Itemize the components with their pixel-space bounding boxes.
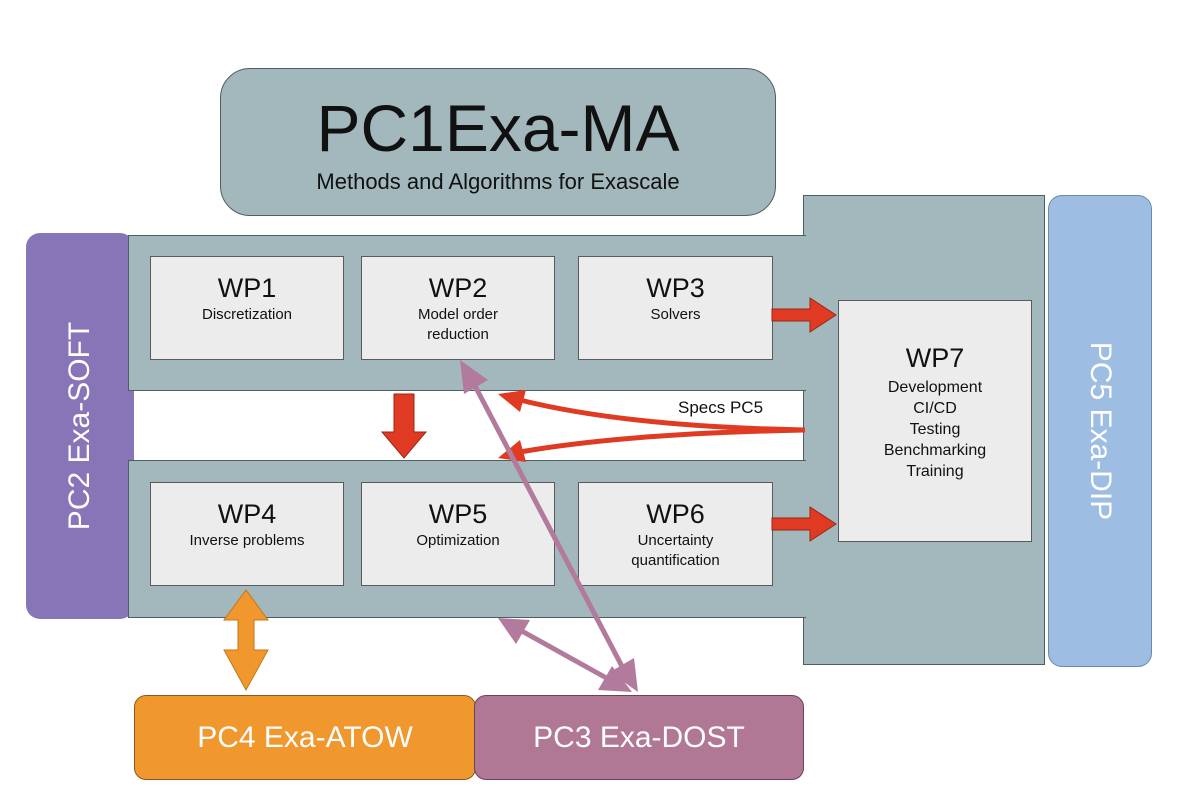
wp6-title: WP6 [646,499,705,529]
wp4-box: WP4 Inverse problems [150,482,344,586]
pc4-label: PC4 Exa-ATOW [197,720,413,754]
arrow-wp6-to-wp7 [771,506,837,542]
wp7-line-4: Benchmarking [883,442,987,459]
specs-curve-lower [519,427,806,455]
wp3-box: WP3 Solvers [578,256,773,360]
wp7-line-5: Training [906,463,964,480]
wp7-line-1: Development [887,379,983,396]
diagram-title: PC1Exa-MA [316,91,680,165]
wp4-desc: Inverse problems [189,532,305,549]
wp3-desc: Solvers [650,306,701,323]
specs-curve-upper [519,397,806,433]
diagram-subtitle: Methods and Algorithms for Exascale [316,169,680,194]
wp6-desc-2: quantification [631,552,720,569]
arrow-wp2-pc3-shaft [471,382,629,676]
specs-label: Specs PC5 [678,398,764,417]
pc2-bar: PC2 Exa-SOFT [26,233,134,619]
specs-arrowhead-lower [498,440,526,462]
wp5-box: WP5 Optimization [361,482,555,586]
wp1-title: WP1 [217,273,277,303]
pc3-label: PC3 Exa-DOST [533,720,745,754]
wp5-title: WP5 [428,499,488,529]
wp6-box: WP6 Uncertainty quantification [578,482,773,586]
header-box: PC1Exa-MA Methods and Algorithms for Exa… [220,68,776,216]
wp3-title: WP3 [646,273,705,303]
specs-arrowhead-upper [498,390,526,412]
arrow-wp4-pc4 [223,589,269,692]
wp7-line-2: CI/CD [913,400,957,417]
arrow-panel-pc3-shaft [518,627,612,683]
arrow-top-to-bottom-row [380,393,428,459]
arrow-wp3-to-wp7 [771,297,837,333]
pc4-box: PC4 Exa-ATOW [134,695,476,780]
arrow-pc3-head-top [610,658,638,692]
arrow-pc3-head-side [598,666,632,692]
wp7-title: WP7 [905,343,965,373]
wp7-line-3: Testing [909,421,961,438]
arrow-panel-head [498,618,530,644]
wp2-desc-2: reduction [427,326,489,343]
wp5-desc: Optimization [416,532,500,549]
arrow-wp2-head [460,360,488,394]
pc5-bar: PC5 Exa-DIP [1048,195,1152,667]
pc3-box: PC3 Exa-DOST [474,695,804,780]
wp4-title: WP4 [217,499,277,529]
wp1-box: WP1 Discretization [150,256,344,360]
wp2-title: WP2 [428,273,488,303]
wp7-box: WP7 Development CI/CD Testing Benchmarki… [838,300,1032,542]
wp2-desc-1: Model order [417,306,499,323]
wp6-desc-1: Uncertainty [637,532,714,549]
wp1-desc: Discretization [201,306,293,323]
wp2-box: WP2 Model order reduction [361,256,555,360]
